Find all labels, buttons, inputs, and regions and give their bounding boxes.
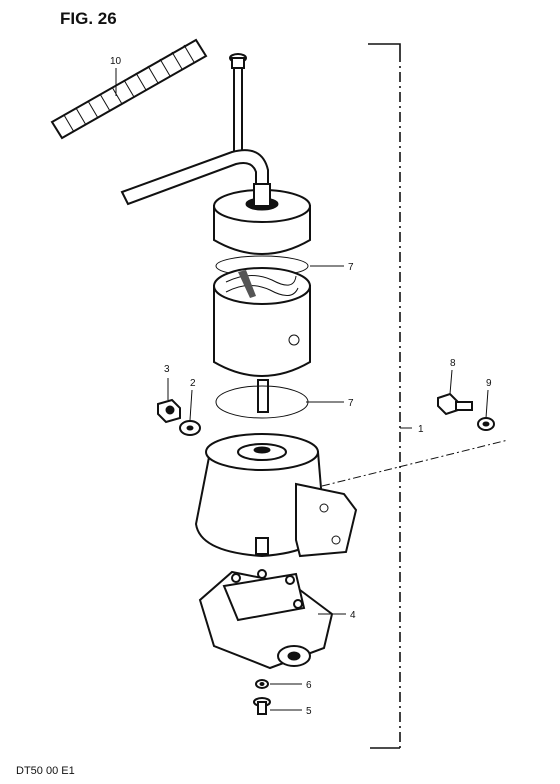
pump-cap [213,183,311,255]
callout-6: 6 [306,680,312,691]
washer-part-2 [179,420,201,436]
callout-7-lower: 7 [348,398,354,409]
bolt-part-8 [437,392,473,416]
drawing-code: DT50 00 E1 [16,765,75,777]
washer-part-6 [255,679,269,689]
leader-lines [115,68,489,711]
callout-7-upper: 7 [348,262,354,273]
assembly-bracket [368,43,412,749]
screw-part-5 [253,697,271,715]
pump-cylinder [213,267,311,413]
callout-9: 9 [486,378,492,389]
callout-8: 8 [450,358,456,369]
diaphragm-part-4 [198,569,334,670]
washer-part-9 [477,417,495,431]
callout-2: 2 [190,378,196,389]
nut-part-3 [157,398,181,424]
callout-10: 10 [110,56,122,67]
callout-1: 1 [418,424,424,435]
figure-title: FIG. 26 [60,9,117,28]
callout-5: 5 [306,706,312,717]
spiral-tube-part [50,38,208,140]
callout-4: 4 [350,610,356,621]
callout-3: 3 [164,364,170,375]
top-bolt-rod [229,53,247,161]
pump-housing [194,433,358,558]
